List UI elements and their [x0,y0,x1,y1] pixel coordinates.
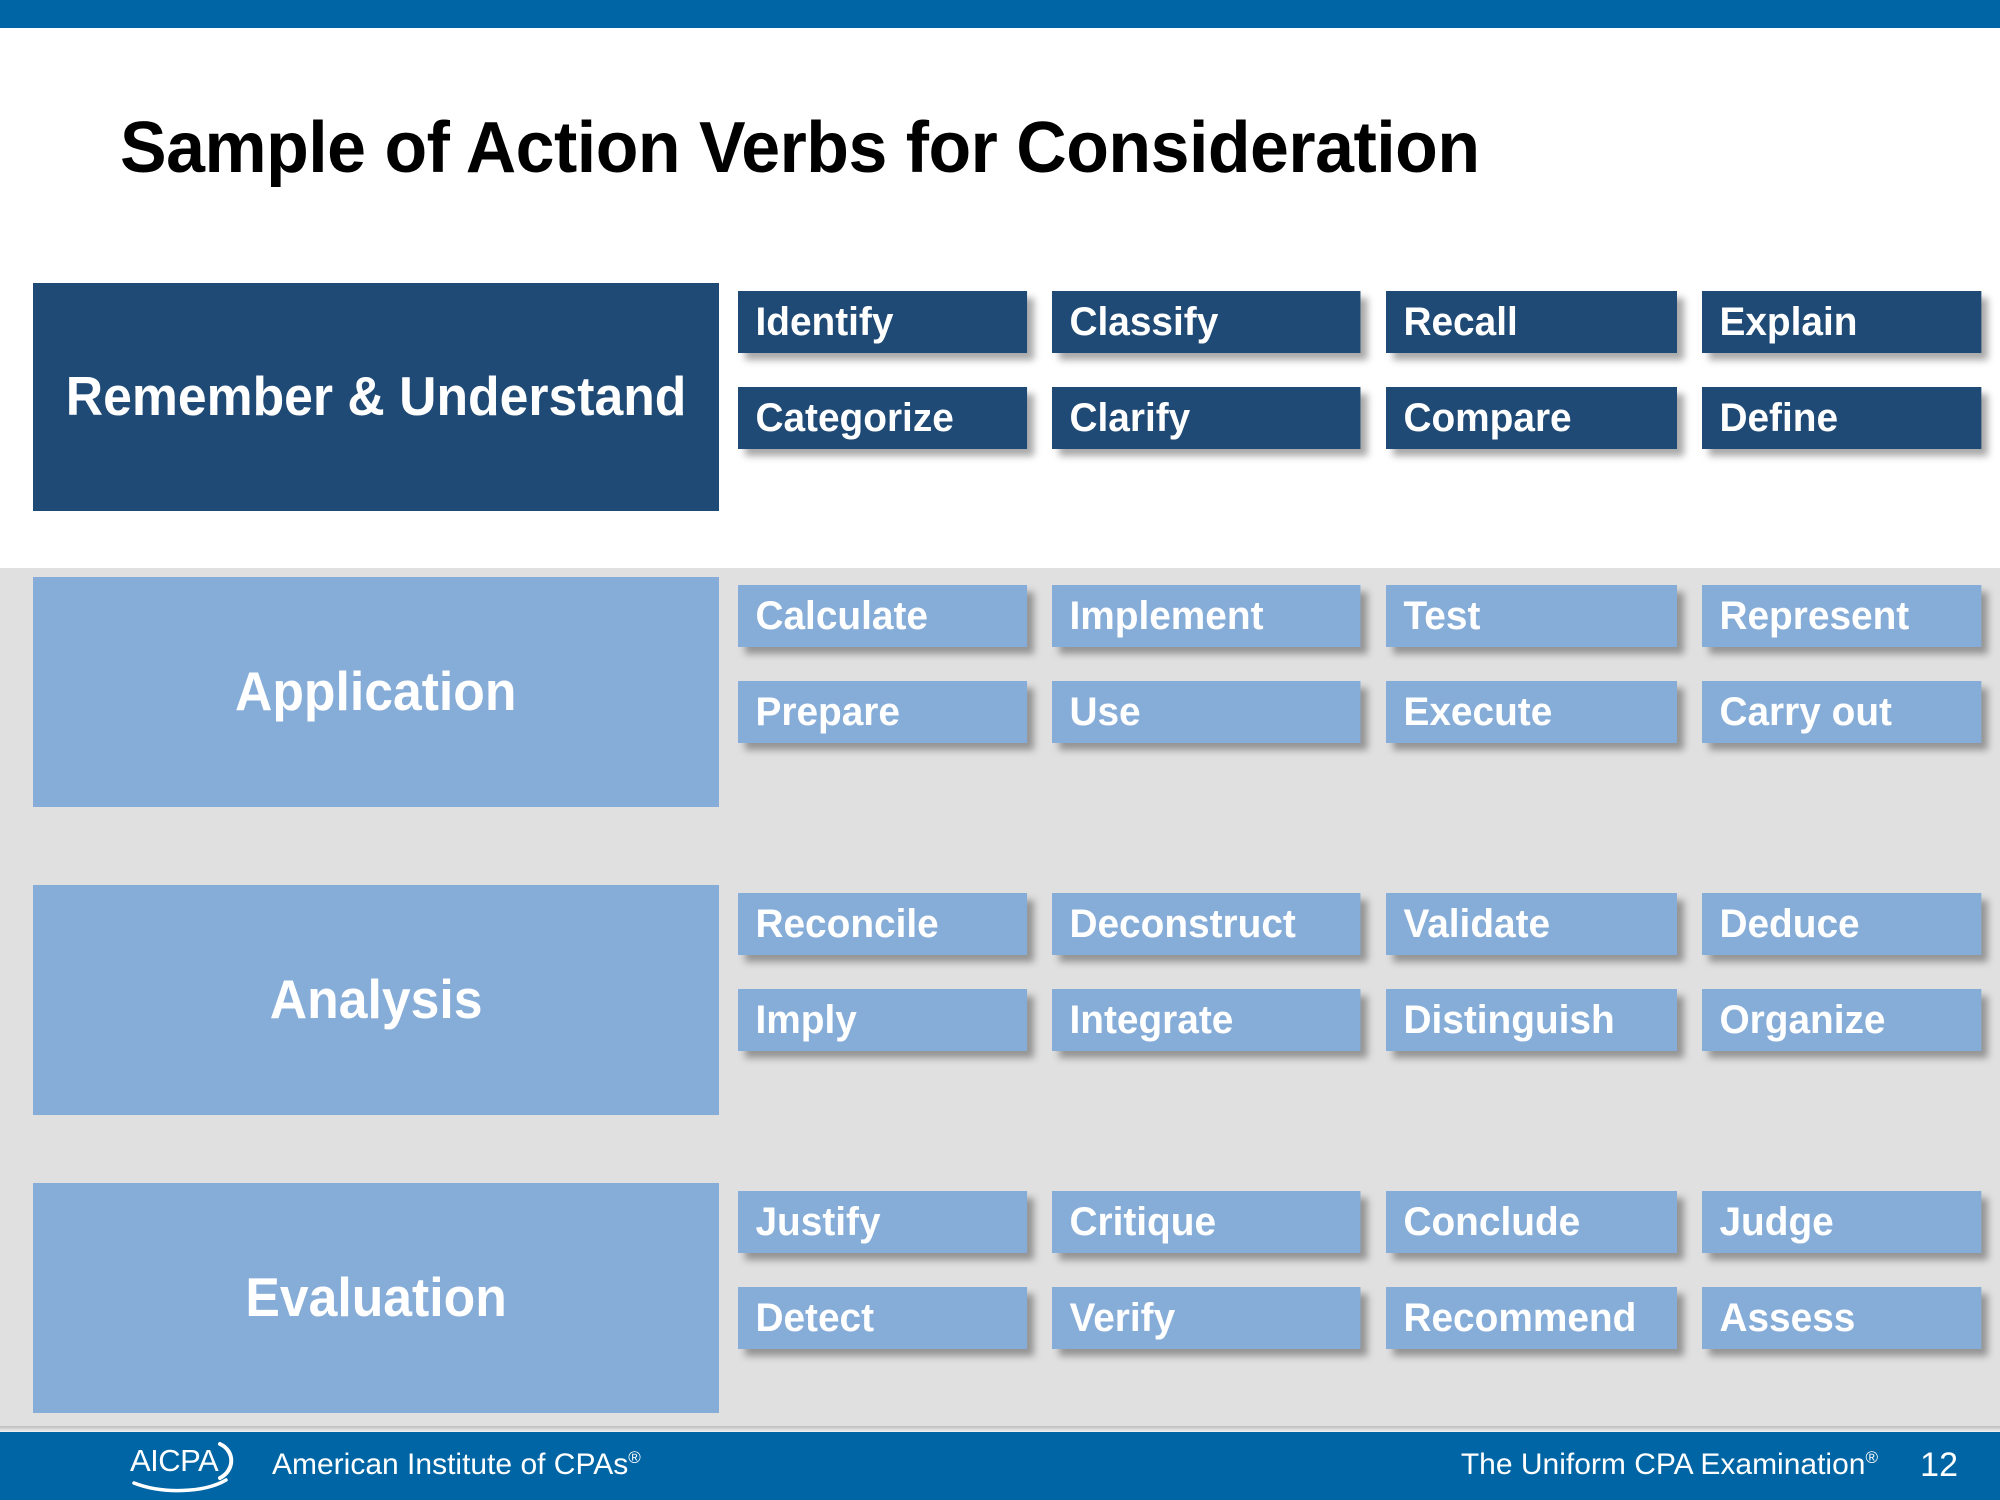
verb-row-1: Calculate Implement Test Represent [738,585,1990,647]
verb-box[interactable]: Execute [1386,681,1677,743]
verb-box[interactable]: Recommend [1386,1287,1677,1349]
verb-box[interactable]: Identify [738,291,1028,353]
verb-box[interactable]: Carry out [1702,681,1982,743]
registered-mark-icon: ® [1865,1448,1878,1467]
slide-page-number: 12 [1920,1446,1958,1484]
footer-divider [0,1426,2000,1432]
footer-organization-name: American Institute of CPAs® [272,1448,641,1482]
verb-box[interactable]: Prepare [738,681,1028,743]
registered-mark-icon: ® [628,1448,641,1467]
verb-box[interactable]: Clarify [1052,387,1361,449]
verb-box[interactable]: Calculate [738,585,1028,647]
verb-box[interactable]: Assess [1702,1287,1982,1349]
verb-box[interactable]: Test [1386,585,1677,647]
verb-row-2: Imply Integrate Distinguish Organize [738,989,1990,1051]
verb-box[interactable]: Deduce [1702,893,1982,955]
verb-box[interactable]: Distinguish [1386,989,1677,1051]
verb-box[interactable]: Categorize [738,387,1028,449]
category-block-evaluation[interactable]: Evaluation [33,1183,719,1413]
verb-row-1: Justify Critique Conclude Judge [738,1191,1990,1253]
verb-row-1: Identify Classify Recall Explain [738,291,1990,353]
verb-grid-evaluation: Justify Critique Conclude Judge Detect V… [738,1183,1990,1413]
verb-row-2: Detect Verify Recommend Assess [738,1287,1990,1349]
verb-box[interactable]: Classify [1052,291,1361,353]
taxonomy-row-application: Application Calculate Implement Test Rep… [0,577,2000,807]
category-block-remember-understand[interactable]: Remember & Understand [33,283,719,511]
verb-grid-application: Calculate Implement Test Represent Prepa… [738,577,1990,807]
aicpa-logo-icon: AICPA [128,1438,253,1494]
category-label: Evaluation [245,1266,507,1329]
verb-box[interactable]: Define [1702,387,1982,449]
verb-box[interactable]: Implement [1052,585,1361,647]
verb-box[interactable]: Use [1052,681,1361,743]
verb-box[interactable]: Compare [1386,387,1677,449]
top-accent-bar [0,0,2000,28]
verb-grid-remember-understand: Identify Classify Recall Explain Categor… [738,283,1990,511]
verb-box[interactable]: Judge [1702,1191,1982,1253]
verb-box[interactable]: Explain [1702,291,1982,353]
verb-box[interactable]: Imply [738,989,1028,1051]
verb-grid-analysis: Reconcile Deconstruct Validate Deduce Im… [738,885,1990,1115]
footer-exam-text: The Uniform CPA Examination [1460,1448,1866,1481]
verb-box[interactable]: Critique [1052,1191,1361,1253]
verb-box[interactable]: Justify [738,1191,1028,1253]
footer-exam-name: The Uniform CPA Examination® [1461,1448,1878,1482]
verb-box[interactable]: Reconcile [738,893,1028,955]
verb-box[interactable]: Integrate [1052,989,1361,1051]
taxonomy-row-evaluation: Evaluation Justify Critique Conclude Jud… [0,1183,2000,1413]
verb-box[interactable]: Verify [1052,1287,1361,1349]
verb-box[interactable]: Organize [1702,989,1982,1051]
category-label: Remember & Understand [65,365,687,428]
footer-org-text: American Institute of CPAs [272,1448,629,1481]
page-title: Sample of Action Verbs for Consideration [120,108,1480,188]
verb-box[interactable]: Recall [1386,291,1677,353]
verb-box[interactable]: Detect [738,1287,1028,1349]
verb-row-1: Reconcile Deconstruct Validate Deduce [738,893,1990,955]
footer-bar: AICPA American Institute of CPAs® The Un… [0,1432,2000,1500]
verb-row-2: Categorize Clarify Compare Define [738,387,1990,449]
verb-box[interactable]: Conclude [1386,1191,1677,1253]
category-label: Application [235,660,517,723]
verb-box[interactable]: Deconstruct [1052,893,1361,955]
category-block-application[interactable]: Application [33,577,719,807]
verb-row-2: Prepare Use Execute Carry out [738,681,1990,743]
taxonomy-row-remember-understand: Remember & Understand Identify Classify … [0,283,2000,511]
svg-text:AICPA: AICPA [130,1443,219,1478]
verb-box[interactable]: Represent [1702,585,1982,647]
category-label: Analysis [269,968,483,1031]
category-block-analysis[interactable]: Analysis [33,885,719,1115]
verb-box[interactable]: Validate [1386,893,1677,955]
taxonomy-row-analysis: Analysis Reconcile Deconstruct Validate … [0,885,2000,1115]
